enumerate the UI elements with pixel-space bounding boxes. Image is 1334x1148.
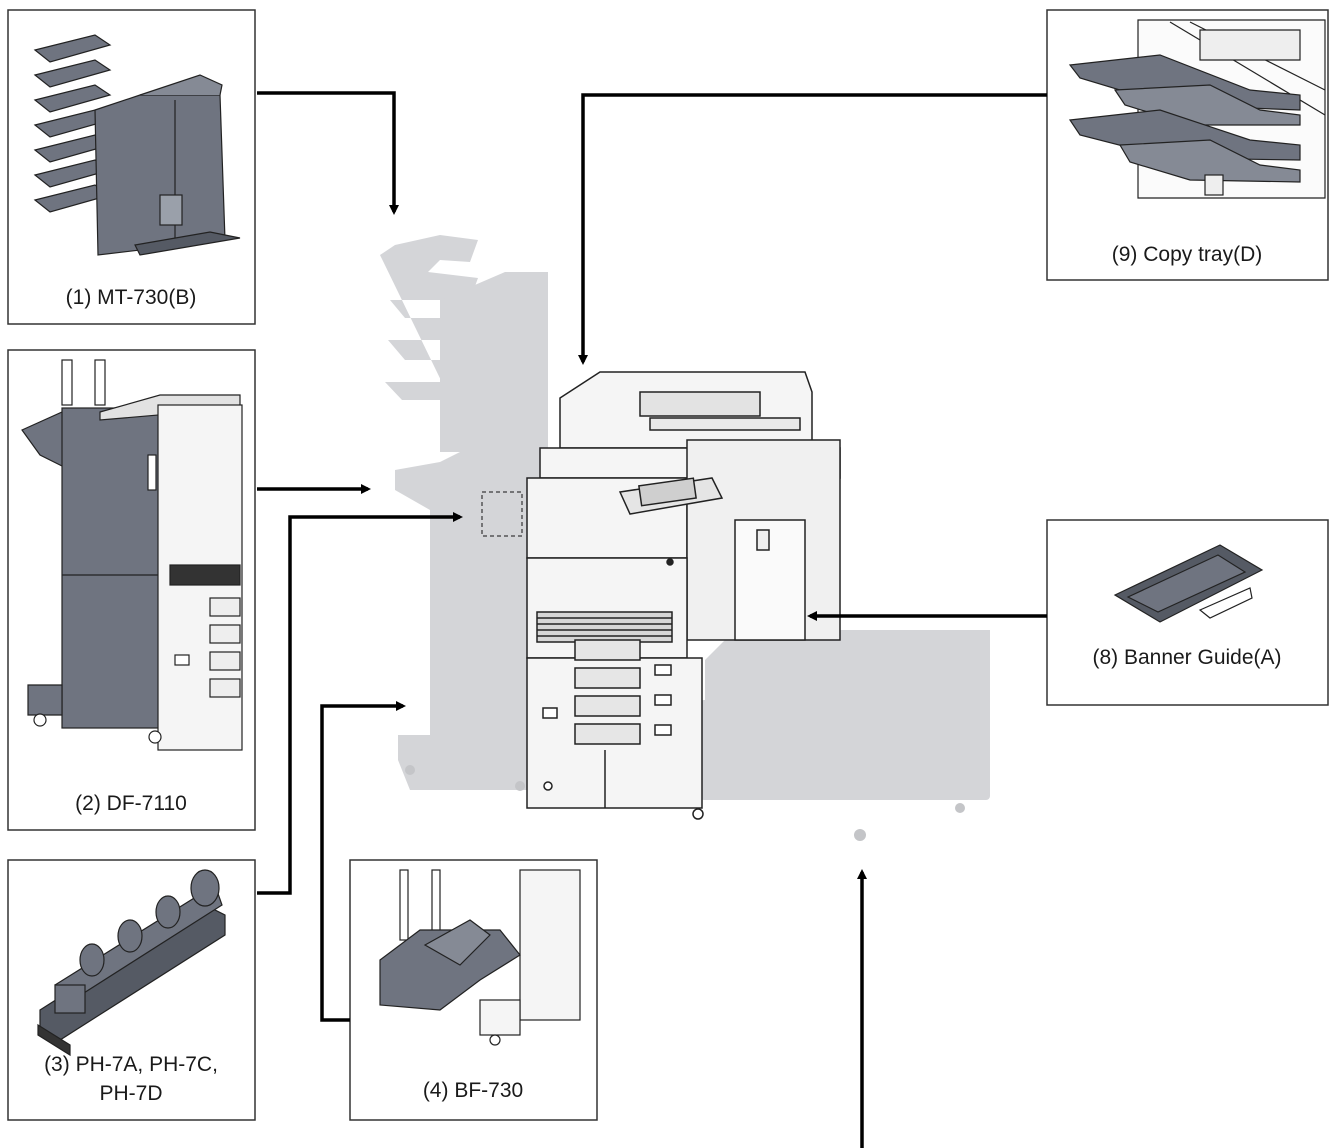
copy-tray-illustration	[1068, 19, 1326, 199]
ghost-mailbox-cover	[440, 272, 548, 452]
connector-arrows	[257, 91, 1047, 1148]
option-box-banner	[1046, 519, 1329, 706]
ghost-options	[380, 235, 990, 841]
option-mt730: (1) MT-730(B)	[7, 9, 256, 325]
option-banner-guide: (8) Banner Guide(A)	[1046, 519, 1329, 706]
label-copy-tray: (9) Copy tray(D)	[1112, 243, 1263, 266]
main-mfp	[526, 371, 841, 820]
arrow-mt730	[257, 91, 399, 215]
ghost-side-feeder-base	[700, 700, 990, 800]
arrow-bf730	[320, 701, 406, 1022]
option-ph7: (3) PH-7A, PH-7C, PH-7D	[7, 859, 256, 1121]
ghost-finisher	[395, 452, 548, 790]
banner-guide-illustration	[1113, 544, 1264, 623]
arrow-copy-tray	[578, 93, 1047, 365]
label-mt730: (1) MT-730(B)	[66, 286, 197, 309]
option-bf730: (4) BF-730	[349, 859, 598, 1121]
label-ph7-line1: (3) PH-7A, PH-7C,	[44, 1053, 218, 1076]
label-df7110: (2) DF-7110	[75, 792, 187, 815]
option-df7110: (2) DF-7110	[7, 349, 256, 831]
df7110-illustration	[21, 359, 243, 751]
option-copy-tray: (9) Copy tray(D)	[1046, 9, 1329, 281]
label-ph7-line2: PH-7D	[99, 1082, 162, 1105]
mt730-illustration	[33, 34, 241, 256]
ph7-illustration	[37, 869, 226, 1057]
label-banner-guide: (8) Banner Guide(A)	[1092, 646, 1281, 669]
bf730-illustration	[379, 869, 581, 1046]
label-bf730: (4) BF-730	[423, 1079, 523, 1102]
ghost-mailbox-trays	[380, 235, 478, 440]
arrow-ph7	[257, 512, 463, 895]
